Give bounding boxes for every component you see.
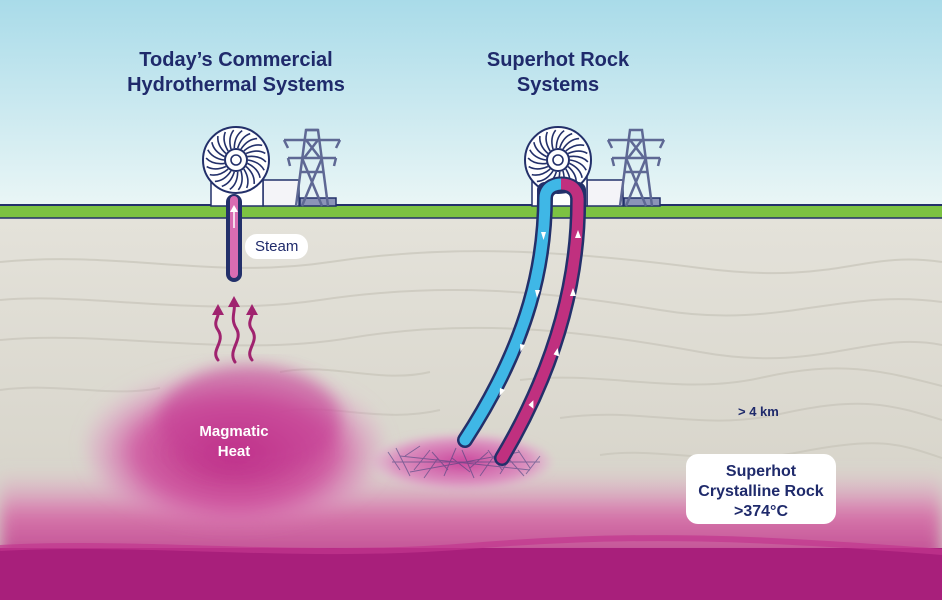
rock-label-line3: >374°C: [734, 503, 788, 520]
heat-arrow-icon: [214, 302, 256, 364]
turbine-blade: [545, 131, 551, 152]
turbine-blade: [245, 150, 266, 155]
turbine-blade: [558, 132, 573, 149]
transmission-tower-icon: [282, 128, 342, 207]
turbine-blade: [569, 162, 583, 178]
turbine-blade: [569, 155, 589, 163]
left-power-plant: [202, 126, 342, 282]
superhot-system-title: Superhot Rock Systems: [470, 48, 646, 98]
turbine-blade: [247, 159, 265, 171]
conventional-system-title: Today’s Commercial Hydrothermal Systems: [118, 48, 354, 98]
depth-label: > 4 km: [738, 404, 779, 419]
sky: [0, 0, 942, 207]
turbine-blade: [528, 165, 549, 170]
turbine-blade: [206, 165, 227, 170]
turbine-blade: [536, 170, 554, 183]
turbine-blade: [247, 155, 267, 163]
grass: [0, 205, 942, 218]
superhot-rock-label: Superhot Crystalline Rock >374°C: [686, 454, 836, 524]
superhot-title-line2: Systems: [516, 74, 600, 96]
turbine-blade: [562, 137, 580, 150]
turbine-blade: [223, 131, 229, 152]
turbine-icon: [524, 126, 592, 194]
turbine-blade: [243, 144, 263, 152]
rock-label-line2: Crystalline Rock: [698, 483, 824, 500]
turbine-blade: [569, 159, 587, 171]
turbine-blade: [245, 165, 255, 184]
turbine-blade: [229, 129, 235, 150]
conventional-title-line2: Hydrothermal Systems: [127, 74, 345, 96]
turbine-blade: [539, 136, 549, 155]
turbine-blade: [565, 144, 585, 152]
superhot-title-line1: Superhot Rock: [486, 49, 630, 71]
turbine-blade: [247, 162, 261, 178]
steam-label: Steam: [245, 234, 309, 259]
transmission-tower-icon: [606, 128, 666, 207]
turbine-blade: [531, 168, 551, 176]
rock-strata: [0, 250, 942, 460]
turbine-blade: [209, 168, 229, 176]
conventional-title-line1: Today’s Commercial: [139, 49, 333, 71]
magmatic-label-line1: Magmatic: [199, 423, 269, 440]
turbine-blade: [217, 136, 227, 155]
turbine-icon: [202, 126, 270, 194]
turbine-blade: [529, 149, 547, 161]
turbine-blade: [214, 170, 232, 183]
turbine-blade: [211, 142, 225, 158]
turbine-blade: [551, 129, 557, 150]
turbine-blade: [205, 157, 225, 165]
turbine-blade: [207, 149, 225, 161]
turbine-blade: [567, 150, 588, 155]
rock-label-line1: Superhot: [725, 463, 797, 480]
production-well: [494, 182, 587, 466]
turbine-blade: [555, 129, 565, 149]
magma-base: [0, 548, 942, 600]
well-top-bend: [537, 176, 586, 200]
flow-arrow-icon: [499, 230, 581, 409]
magmatic-heat-label: Magmatic Heat: [180, 422, 288, 462]
turbine-blade: [221, 171, 236, 188]
turbine-blade: [237, 170, 243, 191]
fracture-network: [387, 445, 541, 479]
turbine-blade: [236, 132, 251, 149]
turbine-blade: [527, 157, 547, 165]
turbine-blade: [229, 171, 239, 191]
turbine-blade: [233, 129, 243, 149]
turbine-blade: [533, 142, 547, 158]
turbine-blade: [240, 137, 258, 150]
turbine-blade: [243, 168, 249, 189]
plant-building: [262, 179, 300, 207]
magmatic-label-line2: Heat: [217, 443, 251, 460]
injection-well: [457, 182, 554, 448]
